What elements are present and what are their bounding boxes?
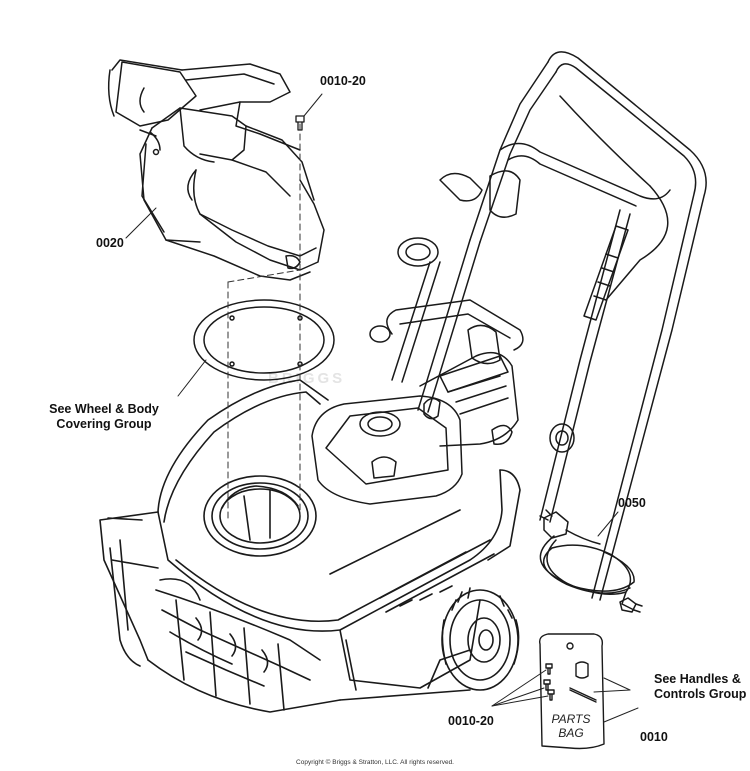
engine xyxy=(311,324,519,505)
callout-cord: 0050 xyxy=(618,496,646,510)
top-screw xyxy=(295,115,305,131)
parts-bag xyxy=(538,633,605,750)
copyright-notice: Copyright © Briggs & Stratton, LLC. All … xyxy=(296,759,454,766)
handle-frame xyxy=(369,51,707,601)
callout-bag-screws: 0010-20 xyxy=(448,714,494,728)
extension-cord xyxy=(539,509,643,613)
parts-bag-label-line1: PARTS xyxy=(551,712,591,726)
leader-lines xyxy=(125,93,639,723)
callout-wheel-body-line2: Covering Group xyxy=(56,417,152,431)
callout-wheel-body-group: See Wheel & Body Covering Group xyxy=(34,402,174,432)
parts-bag-label: PARTS BAG xyxy=(540,712,602,740)
discharge-chute xyxy=(107,59,325,281)
callout-chute: 0020 xyxy=(96,236,124,250)
ring-gasket xyxy=(193,299,335,381)
callout-wheel-body-line1: See Wheel & Body xyxy=(49,402,159,416)
callout-handles-group: See Handles & Controls Group xyxy=(654,672,746,702)
callout-parts-bag: 0010 xyxy=(640,730,668,744)
alignment-lines xyxy=(227,123,301,521)
callout-top-screw: 0010-20 xyxy=(320,74,366,88)
auger-housing xyxy=(99,379,521,713)
parts-bag-label-line2: BAG xyxy=(558,726,584,740)
callout-handles-line1: See Handles & xyxy=(654,672,741,686)
callout-handles-line2: Controls Group xyxy=(654,687,747,701)
